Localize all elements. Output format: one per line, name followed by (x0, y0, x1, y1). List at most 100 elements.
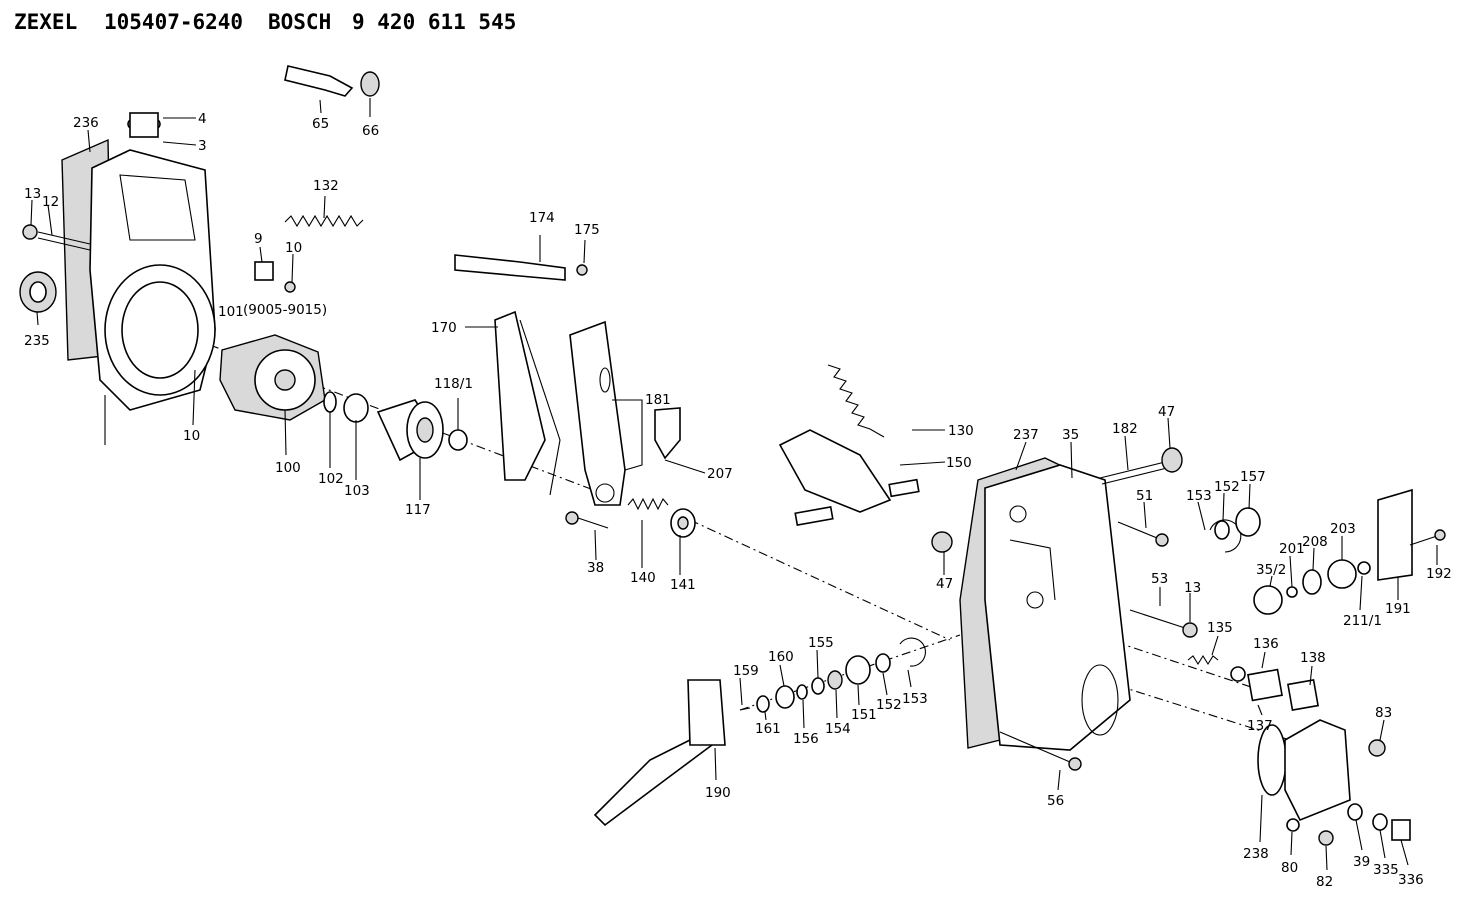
oring-152-upper (1214, 520, 1230, 540)
assembly-axis-line (689, 519, 951, 641)
washer-80 (1286, 818, 1300, 832)
nut-154 (827, 670, 843, 690)
callout-100: 100 (275, 460, 301, 476)
callout-35-2: 35/2 (1256, 562, 1286, 578)
washer-201 (1286, 586, 1298, 598)
callout-135: 135 (1207, 620, 1233, 636)
ring-208 (1302, 569, 1322, 595)
bolt-47-top (1161, 447, 1183, 473)
callout-56: 56 (1047, 793, 1064, 809)
cap-203 (1327, 559, 1357, 589)
callout-4: 4 (198, 111, 207, 127)
callout-238: 238 (1243, 846, 1269, 862)
callout-labels: 4 3 236 13 12 235 65 66 132 9 10 (9005-9… (24, 111, 1452, 890)
flyweight-assembly-100 (219, 334, 326, 421)
callout-13: 13 (1184, 580, 1201, 596)
washer-155 (811, 677, 825, 695)
washer-39 (1347, 803, 1363, 821)
governor-cover-35 (984, 464, 1131, 751)
washer-102 (323, 391, 337, 413)
callout-83: 83 (1375, 705, 1392, 721)
nut-175 (576, 264, 588, 276)
callout-175: 175 (574, 222, 600, 238)
callout-136: 136 (1253, 636, 1279, 652)
callout-150: 150 (946, 455, 972, 471)
stop-lever-190 (593, 679, 726, 827)
callout-174: 174 (529, 210, 555, 226)
callout-141: 141 (670, 577, 696, 593)
screw-51 (1117, 521, 1169, 547)
oring-152-lower (875, 653, 891, 673)
spring-132 (284, 214, 364, 228)
clip-207 (654, 407, 681, 460)
callout-38: 38 (587, 560, 604, 576)
nut-141 (670, 508, 696, 538)
callout-9: 9 (254, 231, 263, 247)
brand-bosch: BOSCH (268, 10, 332, 34)
callout-237: 237 (1013, 427, 1039, 443)
callout-13: 13 (24, 186, 41, 202)
callout-201: 201 (1279, 541, 1305, 557)
callout-118-1: 118/1 (434, 376, 473, 392)
callout-157: 157 (1240, 469, 1266, 485)
callout-236: 236 (73, 115, 99, 131)
screw-53 (1129, 609, 1198, 638)
callout-182: 182 (1112, 421, 1138, 437)
assembly-axis-line (1099, 679, 1291, 741)
callout-137: 137 (1247, 718, 1273, 734)
callout-103: 103 (344, 483, 370, 499)
callout-101: 101 (218, 304, 244, 320)
callout-160: 160 (768, 649, 794, 665)
callout-53: 53 (1151, 571, 1168, 587)
callout-170: 170 (431, 320, 457, 336)
bushing-151 (845, 655, 871, 685)
callout-235: 235 (24, 333, 50, 349)
bolt-38 (565, 511, 609, 529)
callout-12: 12 (42, 194, 59, 210)
spring-140 (627, 497, 669, 511)
plug-35-2 (1253, 585, 1283, 615)
callout-153: 153 (902, 691, 928, 707)
callout-132: 132 (313, 178, 339, 194)
bushing-157 (1235, 507, 1261, 537)
callout-207: 207 (707, 466, 733, 482)
circlip-153-lower (899, 637, 926, 667)
nut-13 (22, 224, 38, 240)
cap-336 (1391, 819, 1411, 841)
callout-65: 65 (312, 116, 329, 132)
assembly-axis-line (1079, 629, 1261, 691)
callout-130: 130 (948, 423, 974, 439)
callout-181: 181 (645, 392, 671, 408)
bolt-56 (999, 731, 1082, 771)
callout-47: 47 (1158, 404, 1175, 420)
cap-235 (19, 271, 57, 313)
callout-35: 35 (1062, 427, 1079, 443)
callout-10: 10 (183, 428, 200, 444)
bolt-192 (1409, 529, 1446, 546)
assembly-axis-line (209, 344, 621, 501)
callout-66: 66 (362, 123, 379, 139)
guide-lever-181 (569, 320, 626, 506)
bracket-9 (254, 261, 296, 293)
cap-138 (1287, 679, 1319, 711)
callout-80: 80 (1281, 860, 1298, 876)
callout-39: 39 (1353, 854, 1370, 870)
seal-238 (1257, 724, 1287, 796)
callout-156: 156 (793, 731, 819, 747)
washer-156 (796, 684, 808, 700)
lever-150 (778, 429, 920, 526)
sleeve-160 (775, 685, 795, 709)
leader-lines (30, 98, 1438, 871)
brand-zexel: ZEXEL (14, 10, 78, 34)
callout-140: 140 (630, 570, 656, 586)
callout-3: 3 (198, 138, 207, 154)
pin-159 (739, 707, 751, 711)
nut-211-1 (1357, 561, 1371, 575)
drawing-header: ZEXEL 105407-6240 BOSCH 9 420 611 545 (14, 10, 714, 40)
bracket-191 (1377, 488, 1413, 581)
washer-161 (756, 695, 770, 713)
tension-lever-170 (494, 310, 561, 496)
callout-152: 152 (1214, 479, 1240, 495)
callout-151: 151 (851, 707, 877, 723)
